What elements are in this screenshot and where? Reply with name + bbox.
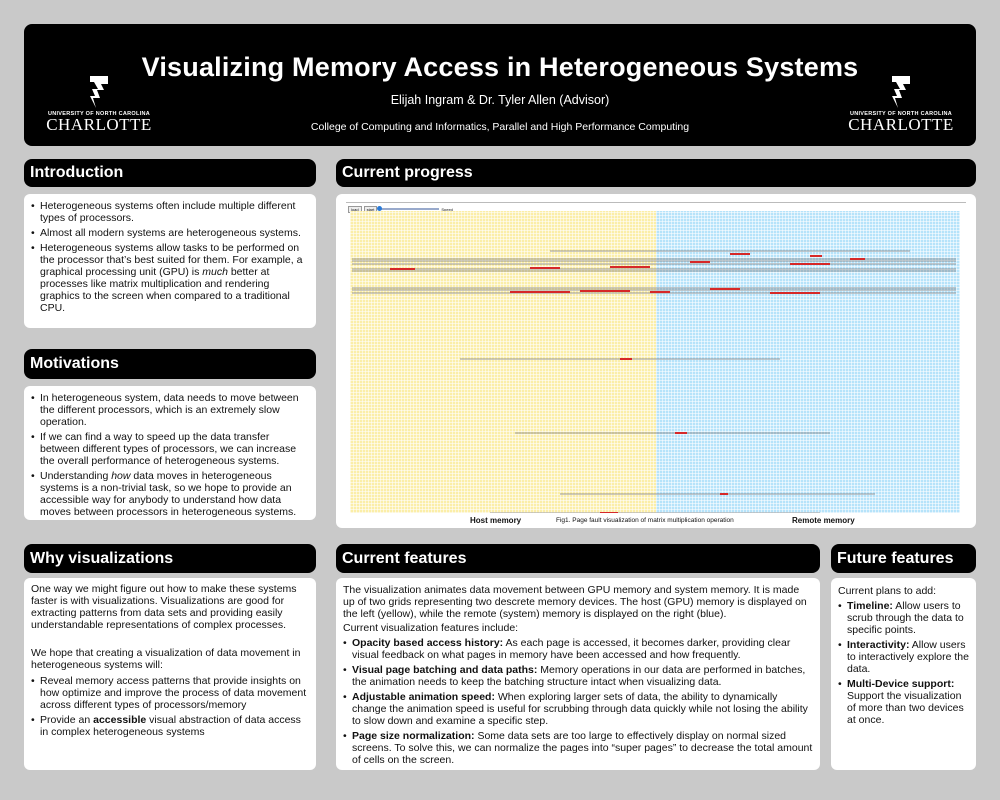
accessed-page-cells — [720, 493, 728, 495]
future-item-text: Allow users to scrub through the data to… — [847, 600, 964, 636]
accessed-page-cells — [770, 292, 820, 294]
accessed-page-cells — [530, 267, 560, 269]
why-visualizations-heading: Why visualizations — [24, 544, 316, 573]
accessed-page-cells — [580, 290, 630, 292]
accessed-page-cells — [810, 255, 822, 257]
feature-item-text: Memory operations in our data are perfor… — [352, 664, 806, 688]
viz-top-divider — [346, 202, 966, 203]
feature-item-title: Opacity based access history: — [352, 637, 504, 649]
future-item-text: Allow users to interactively explore the… — [847, 639, 969, 675]
logo-charlotte-text: CHARLOTTE — [848, 115, 954, 134]
logo-charlotte-text: CHARLOTTE — [46, 115, 152, 134]
memory-access-overlay — [352, 250, 956, 513]
future-item-title: Timeline: — [847, 600, 893, 612]
intro-item: Heterogeneous systems allow tasks to be … — [31, 242, 309, 314]
why-paragraph-1: One way we might figure out how to make … — [31, 583, 297, 631]
future-item: Interactivity: Allow users to interactiv… — [838, 639, 969, 675]
why-visualizations-panel: One way we might figure out how to make … — [24, 578, 316, 770]
why-item: Provide an accessible visual abstraction… — [31, 714, 309, 738]
motivation-item-text: Understanding how data moves in heteroge… — [40, 470, 297, 518]
poster-title: Visualizing Memory Access in Heterogeneo… — [141, 52, 859, 82]
future-item-title: Multi-Device support: — [847, 678, 955, 690]
accessed-page-cells — [610, 266, 650, 268]
logo-university-text: UNIVERSITY OF NORTH CAROLINA — [47, 111, 151, 117]
future-item-text: Support the visualization of more than t… — [847, 690, 964, 726]
why-item: Reveal memory access patterns that provi… — [31, 675, 309, 711]
why-item-text: Provide an accessible visual abstraction… — [40, 714, 301, 738]
motivations-heading: Motivations — [24, 349, 316, 379]
accessed-page-cells — [510, 291, 570, 293]
motivation-item: If we can find a way to speed up the dat… — [31, 431, 309, 467]
current-features-heading: Current features — [336, 544, 820, 573]
accessed-page-cells — [675, 432, 687, 434]
future-item-title: Interactivity: — [847, 639, 910, 651]
figure-caption: Fig1. Page fault visualization of matrix… — [556, 517, 734, 524]
poster-header: UNIVERSITY OF NORTH CAROLINA CHARLOTTE V… — [24, 24, 976, 146]
future-item: Multi-Device support: Support the visual… — [838, 678, 969, 726]
future-features-heading: Future features — [831, 544, 976, 573]
unc-charlotte-crown-icon — [892, 76, 910, 108]
unc-charlotte-logo: UNIVERSITY OF NORTH CAROLINA CHARLOTTE — [39, 76, 159, 133]
accessed-page-cells — [690, 261, 710, 263]
logo-university-text: UNIVERSITY OF NORTH CAROLINA — [849, 111, 953, 117]
accessed-page-cells — [620, 358, 632, 360]
host-memory-label: Host memory — [470, 516, 522, 525]
feature-item: Page size normalization: Some data sets … — [343, 730, 813, 766]
unc-charlotte-logo-right: UNIVERSITY OF NORTH CAROLINA CHARLOTTE — [841, 76, 961, 133]
unc-charlotte-crown-icon — [90, 76, 108, 108]
remote-memory-label: Remote memory — [792, 516, 855, 525]
viz-toolbar: load start Speed — [348, 205, 453, 213]
speed-slider[interactable] — [377, 206, 440, 211]
feature-item-text: When exploring larger sets of data, the … — [352, 691, 808, 727]
future-features-panel: Current plans to add: Timeline: Allow us… — [831, 578, 976, 770]
speed-slider-handle[interactable] — [377, 206, 383, 211]
intro-item: Almost all modern systems are heterogene… — [31, 227, 309, 239]
accessed-page-cells — [650, 291, 670, 293]
why-paragraph-2: We hope that creating a visualization of… — [31, 647, 301, 671]
introduction-heading: Introduction — [24, 159, 316, 187]
features-intro: The visualization animates data movement… — [343, 584, 807, 620]
speed-label: Speed — [441, 206, 453, 212]
motivation-item: Understanding how data moves in heteroge… — [31, 470, 309, 518]
intro-item: Heterogeneous systems often include mult… — [31, 200, 309, 224]
future-lead: Current plans to add: — [838, 585, 937, 597]
motivations-panel: In heterogeneous system, data needs to m… — [24, 386, 316, 520]
future-item: Timeline: Allow users to scrub through t… — [838, 600, 969, 636]
feature-item-text: Some data sets are too large to effectiv… — [352, 730, 813, 766]
introduction-panel: Heterogeneous systems often include mult… — [24, 194, 316, 328]
feature-item-text: As each page is accessed, it becomes dar… — [352, 637, 791, 661]
poster-affiliation: College of Computing and Informatics, Pa… — [310, 121, 690, 133]
accessed-page-cells — [710, 288, 740, 290]
feature-item-title: Adjustable animation speed: — [352, 691, 495, 703]
feature-item-title: Page size normalization: — [352, 730, 475, 742]
motivation-item: In heterogeneous system, data needs to m… — [31, 392, 309, 428]
feature-item-title: Visual page batching and data paths: — [352, 664, 538, 676]
accessed-page-cells — [390, 268, 415, 270]
accessed-page-cells — [730, 253, 750, 255]
current-features-panel: The visualization animates data movement… — [336, 578, 820, 770]
accessed-page-cells — [600, 512, 618, 513]
feature-item: Adjustable animation speed: When explori… — [343, 691, 813, 727]
poster-authors: Elijah Ingram & Dr. Tyler Allen (Advisor… — [390, 93, 610, 107]
memory-visualization: load start Speed Host memory Fig1. Page … — [346, 205, 960, 525]
feature-item: Opacity based access history: As each pa… — [343, 637, 813, 661]
accessed-page-cells — [790, 263, 830, 265]
intro-item-text: Heterogeneous systems allow tasks to be … — [40, 242, 303, 314]
features-lead: Current visualization features include: — [343, 622, 519, 634]
current-progress-heading: Current progress — [336, 159, 976, 187]
feature-item: Visual page batching and data paths: Mem… — [343, 664, 813, 688]
accessed-page-cells — [850, 258, 865, 260]
